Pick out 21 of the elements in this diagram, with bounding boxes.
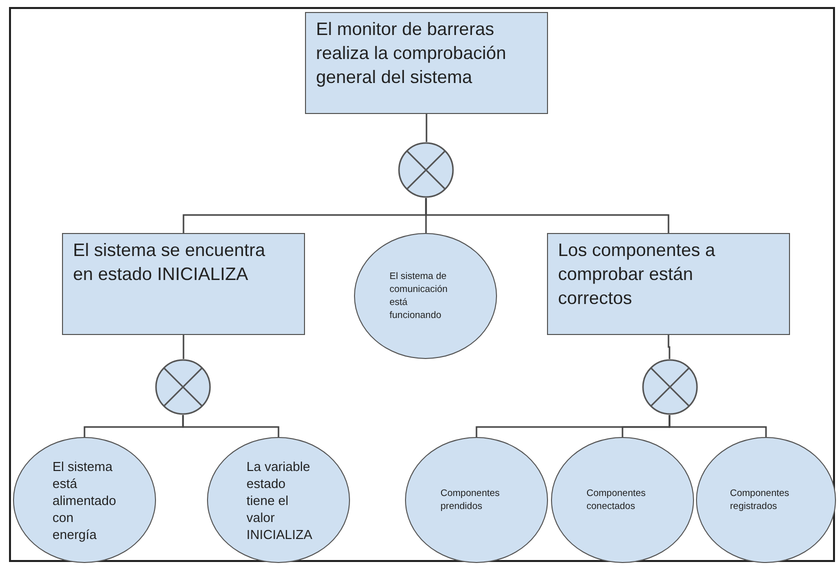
event-text: El sistema se encuentra en estado INICIALIZA [73, 239, 266, 286]
or-gate-circle [642, 359, 698, 415]
event-text: Componentes prendidos [440, 487, 501, 513]
connector-line [668, 335, 670, 359]
or-gate-circle [155, 359, 211, 415]
connector-line [182, 335, 184, 359]
event-box [547, 233, 790, 335]
event-text: El sistema de comunicación está funcionando [390, 270, 449, 322]
connector-line [668, 415, 767, 437]
connector-line [425, 198, 670, 233]
event-text: El monitor de barreras realiza la comprobación general del sistema [316, 18, 508, 89]
connector-line [426, 114, 428, 142]
or-gate-circle [398, 142, 454, 198]
event-text: La variable estado tiene el valor INICIALIZA [246, 458, 310, 542]
event-box [305, 12, 548, 114]
event-text: Los componentes a comprobar están correctos [558, 239, 716, 310]
event-text: Componentes conectados [586, 487, 647, 513]
event-text: El sistema está alimentado con energía [52, 458, 116, 542]
connector-line [182, 415, 280, 437]
event-box [62, 233, 305, 335]
event-text: Componentes registrados [730, 487, 790, 513]
